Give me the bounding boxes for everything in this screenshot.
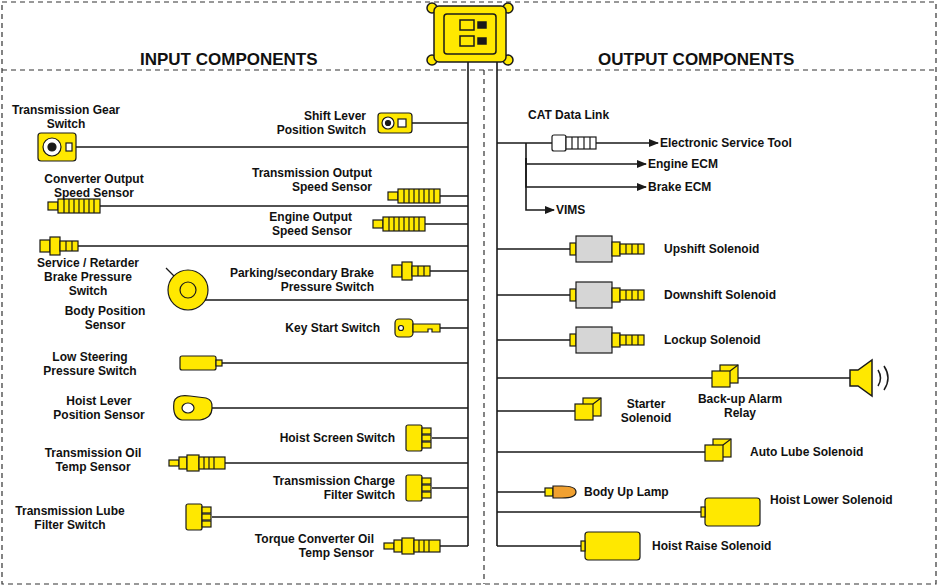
shift-lever-switch xyxy=(378,113,412,133)
section-heading: INPUT COMPONENTS xyxy=(140,50,318,70)
body-position-sensor xyxy=(166,268,208,310)
relay xyxy=(705,439,731,461)
pressure-switch xyxy=(392,262,430,280)
component-name: Upshift Solenoid xyxy=(664,242,864,256)
component-label: Hoist Lower Solenoid xyxy=(770,493,930,507)
solenoid xyxy=(570,282,644,308)
component-name: CAT Data Link xyxy=(528,108,618,122)
component-name: Hoist Lever Position Sensor xyxy=(42,394,156,422)
relay xyxy=(712,365,738,387)
low-steering-switch xyxy=(180,356,222,370)
data-link-arrow xyxy=(526,158,554,210)
component-name: Converter Output Speed Sensor xyxy=(30,172,158,200)
hoist-lever-sensor xyxy=(174,396,212,420)
filter-switch xyxy=(186,504,211,530)
component-label: Upshift Solenoid xyxy=(664,242,864,256)
component-label: Electronic Service Tool xyxy=(660,136,860,150)
pressure-switch xyxy=(40,237,78,255)
component-label: VIMS xyxy=(556,203,676,217)
temp-sensor xyxy=(384,538,440,554)
component-label: Auto Lube Solenoid xyxy=(750,445,930,459)
component-label: Starter Solenoid xyxy=(612,397,680,425)
speed-sensor xyxy=(388,189,440,203)
component-label: Engine Output Speed Sensor xyxy=(240,210,352,238)
component-label: Service / Retarder Brake Pressure Switch xyxy=(24,256,152,298)
component-label: Downshift Solenoid xyxy=(664,288,864,302)
component-label: Transmission Oil Temp Sensor xyxy=(34,446,152,474)
component-name: Hoist Screen Switch xyxy=(250,431,395,445)
component-name: Downshift Solenoid xyxy=(664,288,864,302)
component-name: Lockup Solenoid xyxy=(664,333,864,347)
filter-switch xyxy=(406,425,431,451)
component-label: Key Start Switch xyxy=(270,321,380,335)
lamp xyxy=(545,486,576,498)
component-label: Transmission Output Speed Sensor xyxy=(240,166,372,194)
component-name: Transmission Charge Filter Switch xyxy=(250,474,395,502)
wiring xyxy=(76,62,850,546)
component-name: Transmission Lube Filter Switch xyxy=(6,504,134,532)
component-label: Engine ECM xyxy=(648,157,808,171)
temp-sensor xyxy=(169,455,225,471)
hoist-solenoid xyxy=(701,498,760,526)
component-name: Hoist Raise Solenoid xyxy=(652,539,852,553)
component-name: VIMS xyxy=(556,203,676,217)
data-link-arrow xyxy=(526,158,646,187)
component-name: Transmission Oil Temp Sensor xyxy=(34,446,152,474)
component-label: Body Position Sensor xyxy=(52,304,158,332)
component-label: Hoist Raise Solenoid xyxy=(652,539,852,553)
ecm-module xyxy=(427,3,513,65)
component-name: Engine ECM xyxy=(648,157,808,171)
component-label: Hoist Screen Switch xyxy=(250,431,395,445)
component-name: Shift Lever Position Switch xyxy=(258,109,366,137)
component-name: Torque Converter Oil Temp Sensor xyxy=(232,532,374,560)
component-label: Hoist Lever Position Sensor xyxy=(42,394,156,422)
component-name: Engine Output Speed Sensor xyxy=(240,210,352,238)
component-label: Transmission Charge Filter Switch xyxy=(250,474,395,502)
component-label: Lockup Solenoid xyxy=(664,333,864,347)
section-heading: OUTPUT COMPONENTS xyxy=(598,50,794,70)
component-label: Body Up Lamp xyxy=(584,485,694,499)
component-name: Brake ECM xyxy=(648,180,808,194)
solenoid xyxy=(570,236,644,262)
component-name: Auto Lube Solenoid xyxy=(750,445,930,459)
component-label: Parking/secondary Brake Pressure Switch xyxy=(204,266,374,294)
solenoid xyxy=(570,327,644,353)
key-switch xyxy=(395,319,440,337)
component-label: Shift Lever Position Switch xyxy=(258,109,366,137)
component-name: Parking/secondary Brake Pressure Switch xyxy=(204,266,374,294)
component-name: Service / Retarder Brake Pressure Switch xyxy=(24,256,152,298)
relay xyxy=(575,398,601,420)
component-label: Transmission Gear Switch xyxy=(8,103,124,131)
speed-sensor xyxy=(373,217,425,231)
component-name: Transmission Gear Switch xyxy=(8,103,124,131)
data-link-arrow xyxy=(622,142,658,144)
component-name: Key Start Switch xyxy=(270,321,380,335)
component-label: Back-up Alarm Relay xyxy=(690,392,790,420)
component-label: Transmission Lube Filter Switch xyxy=(6,504,134,532)
component-name: Hoist Lower Solenoid xyxy=(770,493,930,507)
filter-switch xyxy=(406,475,431,501)
component-label: Torque Converter Oil Temp Sensor xyxy=(232,532,374,560)
component-name: Back-up Alarm Relay xyxy=(690,392,790,420)
component-name: Body Up Lamp xyxy=(584,485,694,499)
data-link-connector xyxy=(552,135,596,151)
component-name: Low Steering Pressure Switch xyxy=(30,350,150,378)
hoist-solenoid xyxy=(581,532,640,560)
component-label: Low Steering Pressure Switch xyxy=(30,350,150,378)
component-name: Transmission Output Speed Sensor xyxy=(240,166,372,194)
data-link-arrow xyxy=(526,158,646,164)
component-label: Brake ECM xyxy=(648,180,808,194)
speed-sensor xyxy=(48,199,100,213)
component-name: Body Position Sensor xyxy=(52,304,158,332)
component-name: Starter Solenoid xyxy=(612,397,680,425)
alarm-speaker xyxy=(850,360,888,396)
component-label: Converter Output Speed Sensor xyxy=(30,172,158,200)
gear-switch xyxy=(38,133,76,161)
component-name: Electronic Service Tool xyxy=(660,136,860,150)
component-label: CAT Data Link xyxy=(518,104,622,158)
